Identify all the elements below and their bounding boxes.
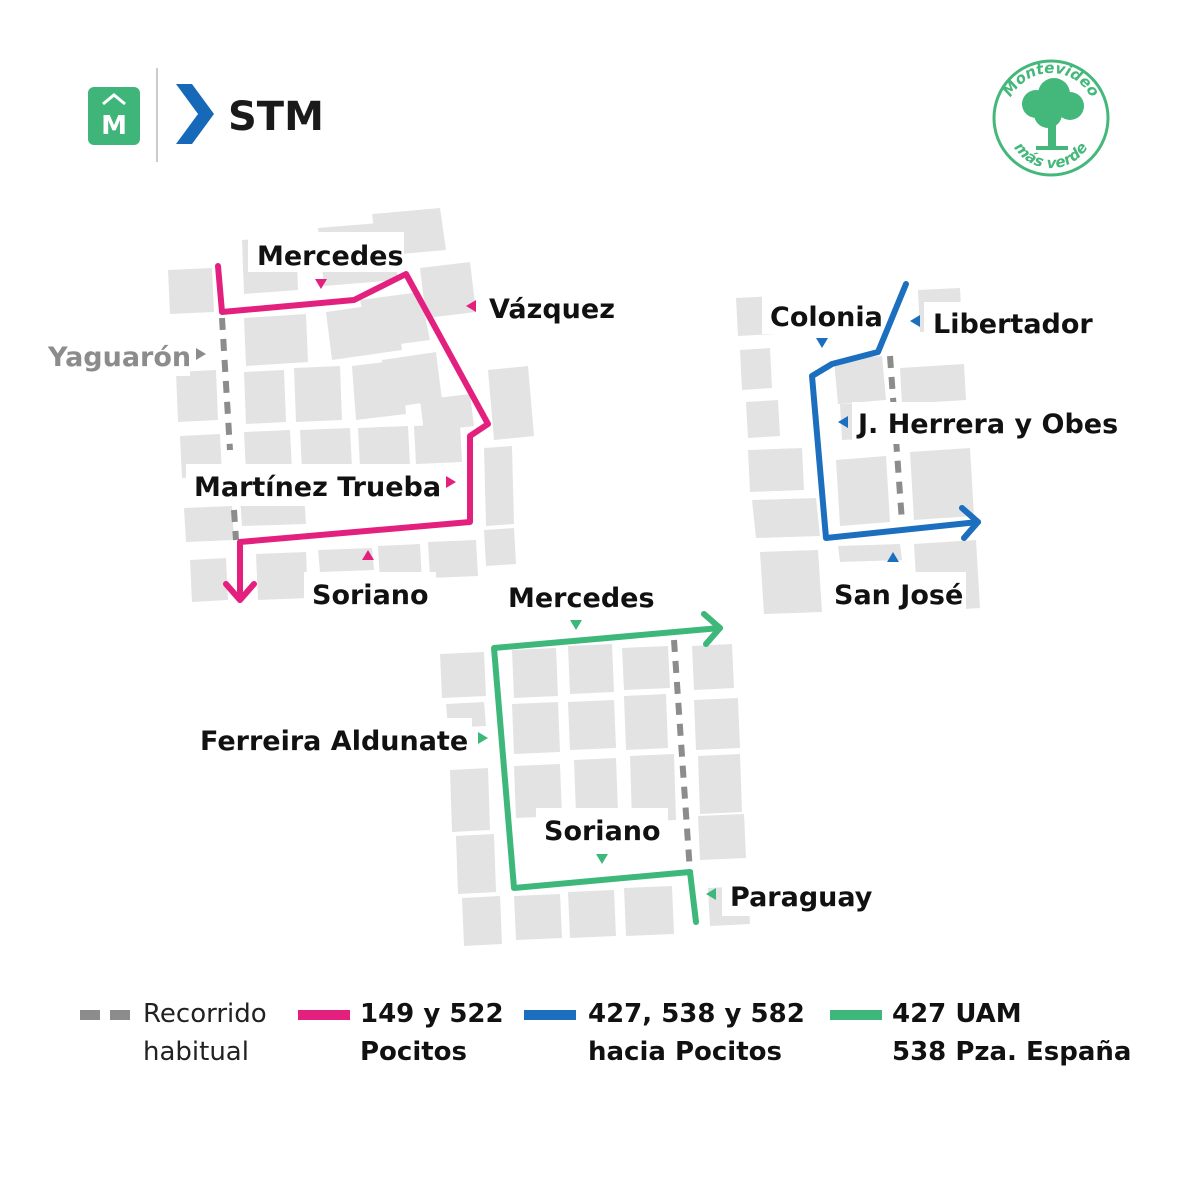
- street-label-pink-soriano: Soriano: [312, 580, 429, 611]
- street-label-pink-mercedes: Mercedes: [257, 241, 404, 272]
- street-label-herrera-obes: J. Herrera y Obes: [856, 409, 1118, 440]
- usual-route-lines: [219, 317, 905, 873]
- legend: Recorrido habitual 149 y 522 Pocitos 427…: [80, 999, 1131, 1067]
- direction-marker: [816, 338, 828, 348]
- svg-text:427 UAM: 427 UAM: [892, 999, 1022, 1029]
- blocks-green-map: [440, 644, 750, 946]
- route-blue: [809, 281, 981, 541]
- usual-route-green: [671, 639, 693, 873]
- direction-marker: [315, 279, 327, 289]
- street-label-green-soriano: Soriano: [544, 816, 661, 847]
- svg-text:hacia Pocitos: hacia Pocitos: [588, 1037, 782, 1067]
- usual-route-yaguaron-south: [231, 509, 239, 541]
- direction-marker: [910, 315, 920, 327]
- stm-brand-name: STM: [228, 94, 324, 140]
- route-green: [491, 611, 723, 925]
- direction-marker: [596, 854, 608, 864]
- svg-text:149 y 522: 149 y 522: [360, 999, 504, 1029]
- stm-logo-icon: [176, 84, 214, 144]
- usual-route-yaguaron: [219, 317, 233, 451]
- direction-marker: [478, 732, 488, 744]
- montevideo-mas-verde-badge: Montevideo más verde: [992, 59, 1110, 177]
- direction-marker: [446, 476, 456, 488]
- svg-text:538 Pza. España: 538 Pza. España: [892, 1037, 1131, 1067]
- svg-text:427, 538 y 582: 427, 538 y 582: [588, 999, 805, 1029]
- direction-marker: [887, 552, 899, 562]
- direction-marker: [196, 348, 206, 360]
- direction-marker: [466, 300, 476, 312]
- legend-item-green-route: 427 UAM 538 Pza. España: [830, 999, 1131, 1067]
- street-label-ferreira-aldunate: Ferreira Aldunate: [200, 726, 468, 757]
- direction-marker: [362, 550, 374, 560]
- street-label-san-jose: San José: [834, 580, 963, 611]
- street-label-martinez-trueba: Martínez Trueba: [194, 472, 441, 503]
- street-label-vazquez: Vázquez: [489, 294, 615, 325]
- svg-text:habitual: habitual: [143, 1037, 249, 1067]
- direction-marker: [838, 416, 848, 428]
- montevideo-m-icon: M: [88, 87, 140, 145]
- direction-marker: [570, 620, 582, 630]
- legend-item-pink-route: 149 y 522 Pocitos: [298, 999, 504, 1067]
- tree-icon: [1022, 78, 1084, 150]
- route-pink: [215, 263, 491, 603]
- svg-text:Recorrido: Recorrido: [143, 999, 267, 1029]
- street-labels: Mercedes Vázquez Yaguarón Martínez Trueb…: [40, 232, 1118, 916]
- svg-text:M: M: [101, 111, 127, 141]
- legend-item-blue-route: 427, 538 y 582 hacia Pocitos: [524, 999, 805, 1067]
- street-label-green-mercedes: Mercedes: [508, 583, 655, 614]
- street-label-colonia: Colonia: [770, 302, 883, 333]
- legend-item-usual-route: Recorrido habitual: [80, 999, 267, 1067]
- street-label-libertador: Libertador: [933, 309, 1093, 340]
- usual-route-blue: [887, 355, 905, 523]
- direction-marker: [706, 888, 716, 900]
- street-label-yaguaron: Yaguarón: [47, 342, 191, 373]
- street-label-paraguay: Paraguay: [730, 882, 873, 913]
- svg-text:Pocitos: Pocitos: [360, 1037, 467, 1067]
